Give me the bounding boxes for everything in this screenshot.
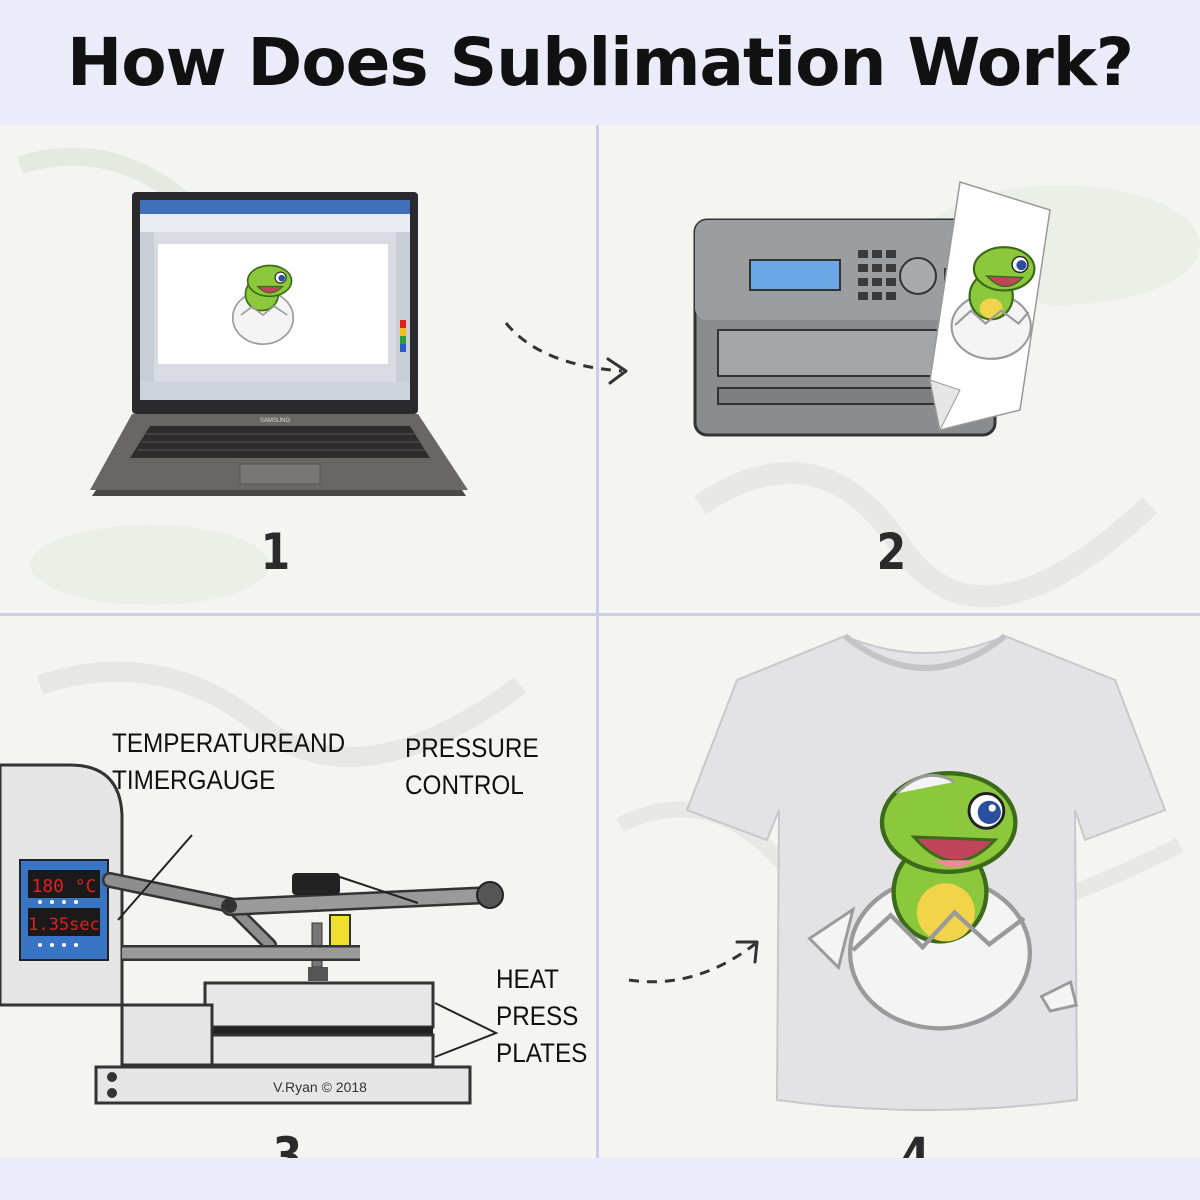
step-number-3: 3	[272, 1127, 303, 1158]
temperature-label-line1: TEMPERATUREAND	[112, 728, 346, 758]
pressure-label-line2: CONTROL	[405, 770, 524, 800]
laptop-brand-text: SAMSUNG	[260, 418, 291, 424]
pressure-knob	[292, 873, 340, 895]
arrow-step3-to-4	[628, 940, 759, 984]
timer-readout: 1.35sec	[28, 915, 100, 935]
arrow-step1-to-2	[504, 322, 628, 385]
temperature-readout: 180 °C	[31, 876, 96, 897]
printer-illustration	[693, 181, 1051, 437]
laptop-illustration: SAMSUNG	[90, 192, 468, 496]
footer-bar	[0, 1158, 1200, 1200]
press-base	[94, 1065, 472, 1105]
vertical-divider	[596, 125, 599, 1158]
lower-heat-plate	[203, 1033, 435, 1067]
tshirt-dinosaur-icon	[807, 771, 1079, 1031]
printer-display	[749, 259, 841, 291]
heat-press-illustration: 180 °C 1.35sec V.Ryan © 2018	[0, 763, 504, 1105]
printer-keypad	[858, 250, 896, 300]
paper-dinosaur-icon	[950, 246, 1036, 360]
press-credit-text: V.Ryan © 2018	[273, 1079, 367, 1095]
step-number-2: 2	[876, 523, 907, 581]
plates-label-line1: HEAT	[496, 964, 560, 994]
plates-label-line2: PRESS	[496, 1001, 579, 1031]
step-number-4: 4	[900, 1127, 931, 1158]
screen-dinosaur-icon	[231, 264, 295, 345]
tshirt-illustration	[685, 633, 1167, 1111]
printer-dpad	[899, 257, 937, 295]
plates-label-line3: PLATES	[496, 1038, 588, 1068]
diagram-area: SAMSUNG 1	[0, 125, 1200, 1158]
page-title: How Does Sublimation Work?	[67, 24, 1134, 101]
header-bar: How Does Sublimation Work?	[0, 0, 1200, 125]
horizontal-divider	[0, 613, 1200, 616]
pressure-label-line1: PRESSURE	[405, 733, 539, 763]
step-number-1: 1	[260, 523, 291, 581]
upper-heat-plate	[203, 981, 435, 1029]
temperature-label-line2: TIMERGAUGE	[112, 765, 276, 795]
